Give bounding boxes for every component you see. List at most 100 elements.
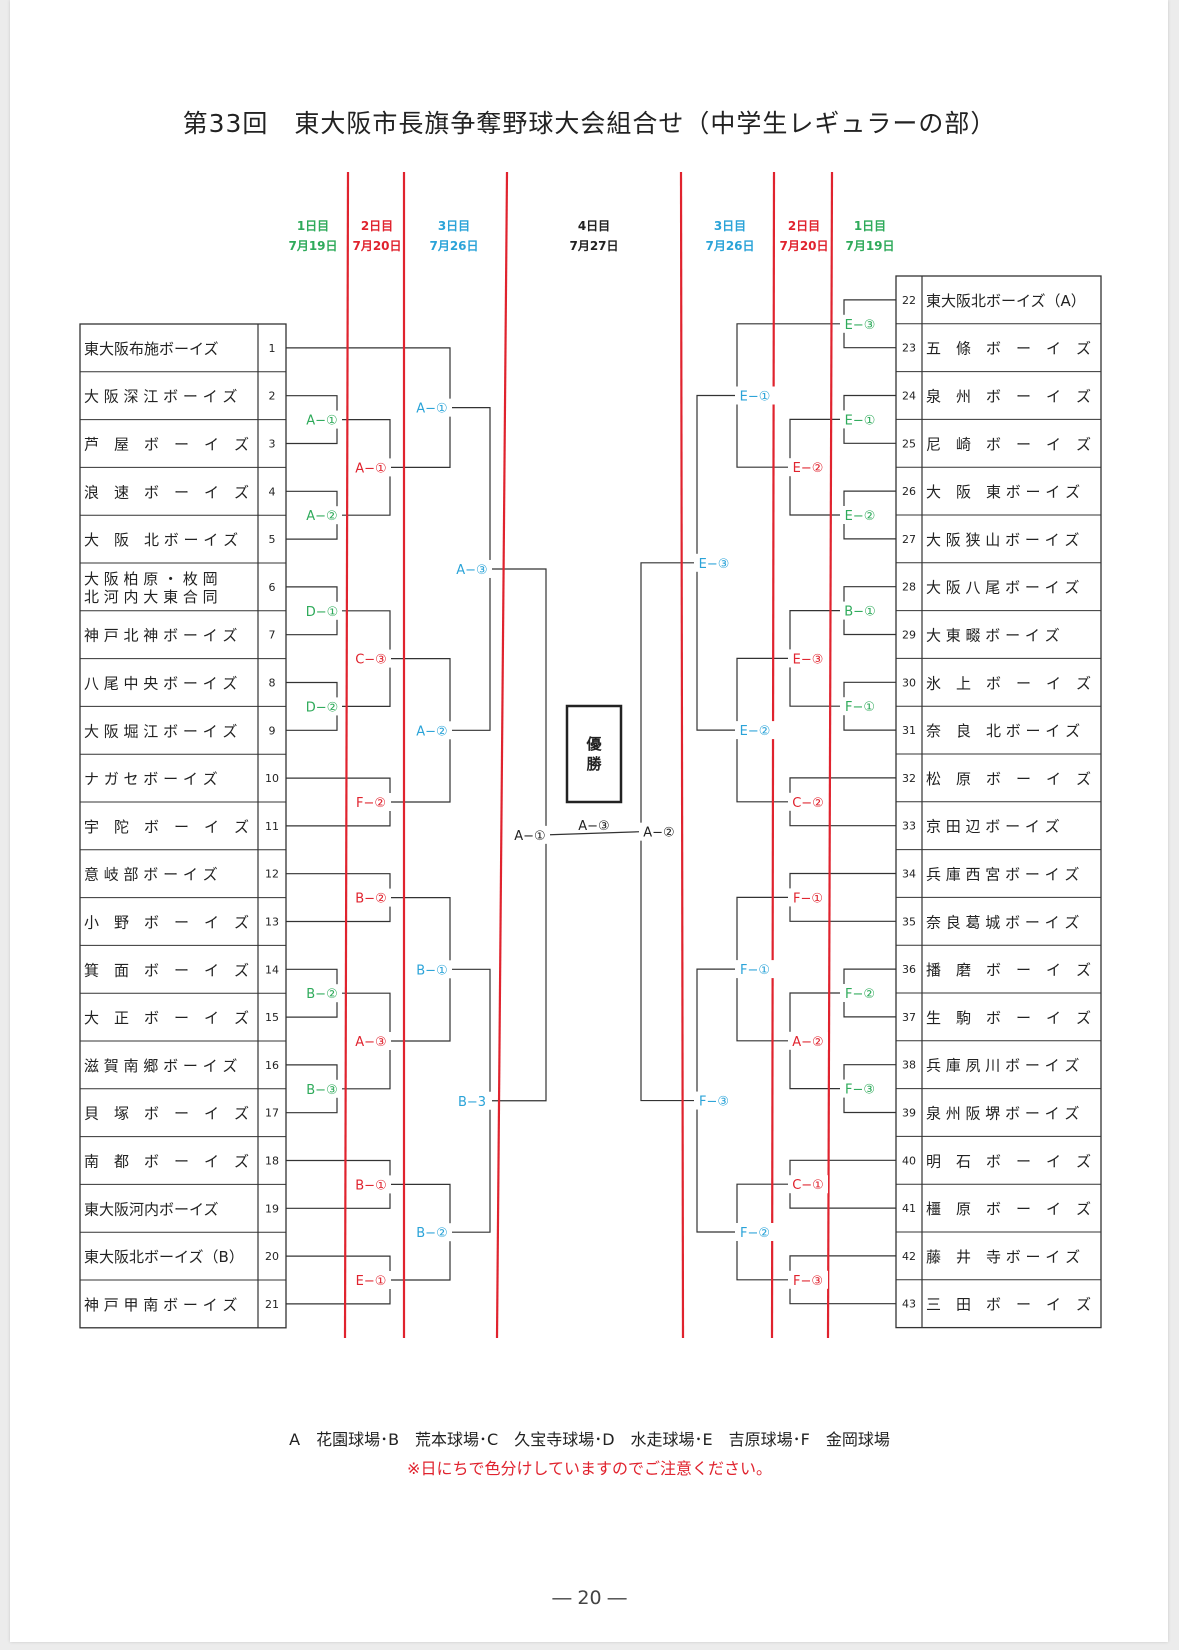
team-number: 20	[265, 1250, 279, 1263]
team-name: 東大阪北ボーイズ（A）	[926, 292, 1086, 310]
round-header-day: 1日目	[854, 219, 886, 233]
match-label-bg	[412, 398, 452, 417]
match-label: D−①	[306, 605, 339, 620]
match-label: E−①	[845, 413, 876, 428]
match-label: A−②	[792, 1035, 823, 1050]
team-number: 25	[902, 437, 916, 450]
team-name: ナ ガ セ ボ ー イ ズ	[84, 770, 218, 788]
match-label-bg	[840, 410, 880, 429]
team-number: 22	[902, 294, 916, 307]
match-label-bg	[412, 960, 452, 979]
round-header-day: 4日目	[578, 219, 610, 233]
round-header-date: 7月19日	[288, 239, 337, 253]
team-number: 19	[265, 1202, 279, 1215]
match-label-bg	[788, 1270, 828, 1289]
match-label: B−②	[416, 1226, 447, 1241]
team-name: 松 原 ボ ー イ ズ	[926, 770, 1091, 788]
match-label-bg	[788, 1031, 828, 1050]
match-label-bg	[788, 649, 828, 668]
match-label-bg	[788, 458, 828, 477]
match-label: E−③	[845, 318, 876, 333]
team-number: 31	[902, 724, 916, 737]
team-number: 9	[269, 724, 276, 737]
match-label-bg	[302, 601, 342, 620]
team-number: 14	[265, 963, 279, 976]
match-label-bg	[840, 314, 880, 333]
team-number: 7	[269, 629, 276, 642]
team-name: 大 正 ボ ー イ ズ	[84, 1009, 249, 1027]
champion-label: 勝	[586, 755, 602, 773]
match-label: A−①	[514, 829, 545, 844]
match-label: C−①	[792, 1178, 824, 1193]
team-number: 42	[902, 1250, 916, 1263]
team-number: 30	[902, 676, 916, 689]
page-sheet	[10, 0, 1168, 1642]
team-name: 兵 庫 夙 川 ボ ー イ ズ	[926, 1057, 1079, 1075]
team-name: 五 條 ボ ー イ ズ	[926, 340, 1091, 358]
match-label: E−③	[793, 652, 824, 667]
match-label-bg	[302, 506, 342, 525]
team-name: 東大阪布施ボーイズ	[84, 340, 219, 358]
team-name: 泉 州 ボ ー イ ズ	[926, 388, 1091, 406]
team-number: 8	[269, 677, 276, 690]
team-number: 2	[269, 390, 276, 403]
match-label: A−①	[306, 414, 337, 429]
match-label: F−③	[793, 1274, 823, 1289]
team-number: 38	[902, 1059, 916, 1072]
round-header-day: 3日目	[438, 219, 470, 233]
team-number: 16	[265, 1059, 279, 1072]
round-header-date: 7月26日	[429, 239, 478, 253]
team-number: 39	[902, 1107, 916, 1120]
match-label: E−②	[845, 509, 876, 524]
team-number: 33	[902, 820, 916, 833]
match-label: B−①	[416, 963, 447, 978]
match-label-bg	[351, 793, 391, 811]
team-number: 29	[902, 629, 916, 642]
match-label: E−②	[740, 724, 771, 739]
page-title: 第33回 東大阪市長旗争奪野球大会組合せ（中学生レギュラーの部）	[182, 109, 997, 138]
team-number: 24	[902, 390, 916, 403]
match-label-bg	[840, 601, 880, 620]
match-label: A−③	[456, 563, 487, 578]
team-name: 藤 井 寺 ボ ー イ ズ	[926, 1248, 1080, 1266]
match-label: B−①	[355, 1178, 386, 1193]
team-number: 36	[902, 963, 916, 976]
team-name: 東大阪河内ボーイズ	[84, 1200, 219, 1218]
match-label: E−③	[699, 557, 730, 572]
match-label: A−②	[306, 509, 337, 524]
team-name: 大 東 畷 ボ ー イ ズ	[926, 627, 1060, 645]
match-label: E−①	[356, 1274, 387, 1289]
team-name: 意 岐 部 ボ ー イ ズ	[84, 866, 218, 884]
match-label-bg	[412, 721, 452, 740]
match-label: F−①	[740, 963, 770, 978]
team-number: 35	[902, 915, 916, 928]
team-number: 37	[902, 1011, 916, 1024]
round-header-date: 7月20日	[352, 239, 401, 253]
round-header-day: 3日目	[714, 219, 746, 233]
team-number: 6	[269, 581, 276, 594]
team-name: 大 阪 狭 山 ボ ー イ ズ	[926, 531, 1079, 549]
team-name: 奈 良 北 ボ ー イ ズ	[926, 722, 1080, 740]
color-note: ※日にちで色分けしていますのでご注意ください。	[407, 1459, 772, 1478]
match-label: D−②	[306, 700, 339, 715]
match-label: C−③	[355, 653, 387, 668]
team-number: 15	[265, 1011, 279, 1024]
match-label: F−③	[845, 1083, 875, 1098]
team-number: 40	[902, 1154, 916, 1167]
team-name: 尼 崎 ボ ー イ ズ	[926, 435, 1091, 453]
team-number: 10	[265, 772, 279, 785]
team-name: 貝 塚 ボ ー イ ズ	[84, 1105, 249, 1123]
match-label: A−①	[416, 402, 447, 417]
champion-label: 優	[585, 735, 602, 753]
match-label-bg	[840, 506, 880, 524]
team-name: 北 河 内 大 東 合 同	[84, 588, 218, 606]
match-label-bg	[302, 410, 342, 429]
final-line	[545, 831, 642, 836]
team-number: 5	[269, 533, 276, 546]
team-name: 三 田 ボ ー イ ズ	[926, 1296, 1091, 1314]
team-number: 13	[265, 916, 279, 929]
match-label: F−②	[845, 987, 875, 1002]
round-divider	[770, 171, 776, 1339]
team-name: 神 戸 北 神 ボ ー イ ズ	[84, 627, 237, 645]
